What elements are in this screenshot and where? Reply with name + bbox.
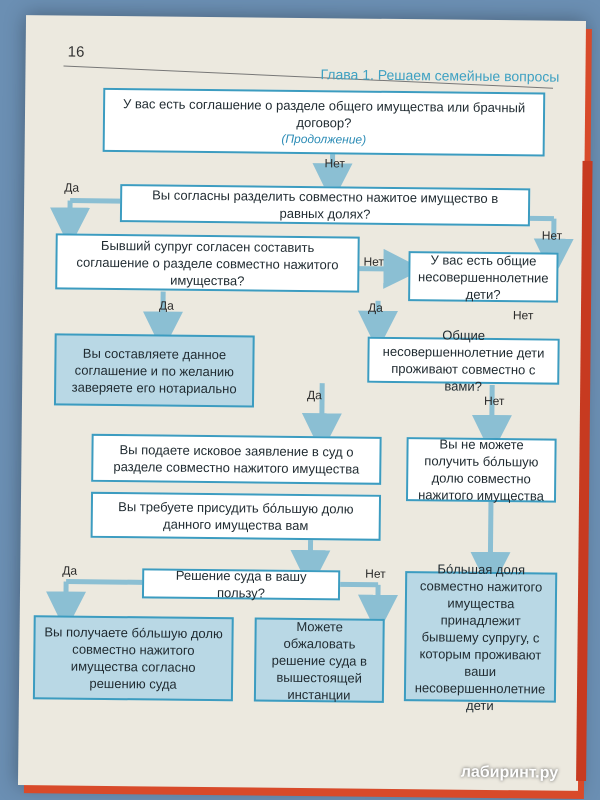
answer-cannot-get-larger-share: Вы не можете получить бо́льшую долю совм… xyxy=(405,436,557,504)
label-no-4: Нет xyxy=(512,308,534,323)
flow-arrows xyxy=(46,153,574,635)
question-spouse-agrees: Бывший супруг согласен составить соглаше… xyxy=(55,233,360,293)
question-children: У вас есть общие несовершеннолетние дети… xyxy=(408,251,559,303)
answer-make-agreement: Вы составляете данное соглашение и по же… xyxy=(53,333,255,408)
answer-receive-larger-share: Вы получаете бо́льшую долю совместно наж… xyxy=(32,615,234,702)
label-yes-5: Да xyxy=(62,563,78,578)
label-yes-1: Да xyxy=(64,180,80,195)
question-equal-shares: Вы согласны разделить совместно нажитое … xyxy=(119,184,531,227)
label-yes-2: Да xyxy=(158,298,174,313)
label-yes-4: Да xyxy=(307,388,322,403)
answer-larger-share-to-ex: Бо́льшая доля совместно нажитого имущест… xyxy=(403,561,558,713)
answer-file-lawsuit: Вы подаете исковое заявление в суд о раз… xyxy=(91,433,382,485)
book-page: 16 Глава 1. Решаем семейные вопросы xyxy=(17,15,593,791)
answer-demand-larger-share: Вы требуете присудить бо́льшую долю данн… xyxy=(90,491,382,541)
label-no-1: Нет xyxy=(324,156,346,171)
question-agreement: У вас есть соглашение о разделе общего и… xyxy=(102,87,546,157)
continuation-note: (Продолжение) xyxy=(281,131,367,147)
label-yes-3: Да xyxy=(367,300,383,315)
label-no-2: Нет xyxy=(541,228,563,243)
answer-appeal: Можете обжаловать решение суда в вышесто… xyxy=(253,617,385,703)
question-court-decision: Решение суда в вашу пользу? xyxy=(141,568,341,601)
label-no-6: Нет xyxy=(365,566,386,581)
question-children-live-with-you: Общие несовершеннолетние дети проживают … xyxy=(367,327,560,394)
question-agreement-text: У вас есть соглашение о разделе общего и… xyxy=(122,95,526,131)
label-no-5: Нет xyxy=(483,393,505,409)
label-no-3: Нет xyxy=(363,254,384,269)
watermark: лабиринт.ру xyxy=(460,763,559,782)
